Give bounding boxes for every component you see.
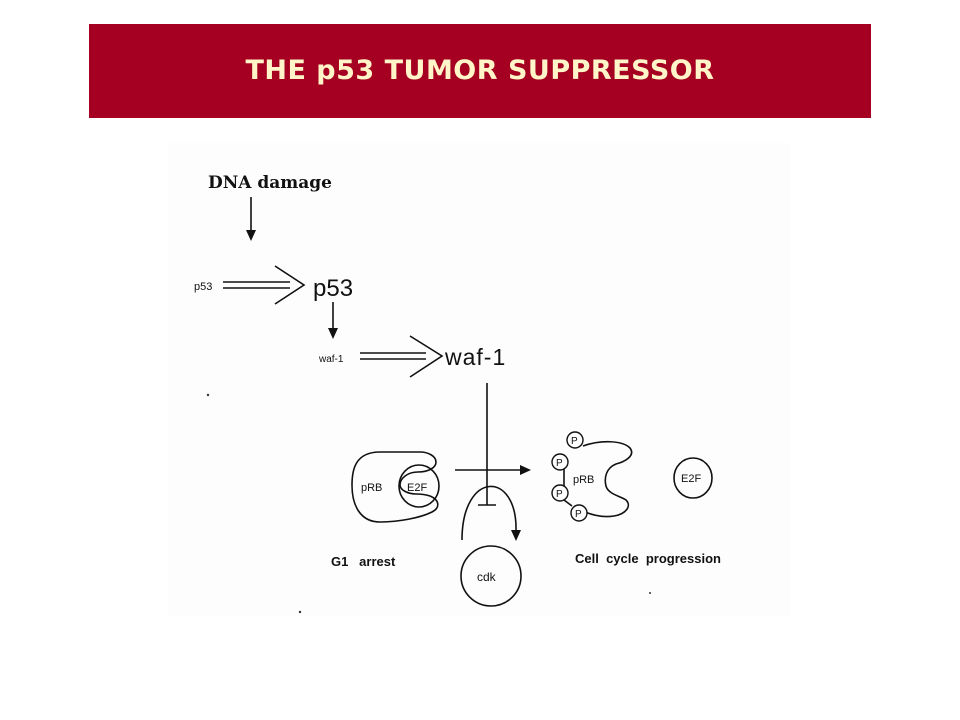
prb-bound-label: pRB — [361, 482, 382, 494]
phosphate-label-2: P — [556, 458, 563, 469]
phosphate-label-3: P — [556, 489, 563, 500]
cdk-loop-arrow — [461, 485, 517, 541]
waf1-inhibition-line — [478, 383, 496, 506]
waf1-gene-label: waf-1 — [318, 354, 344, 365]
phosphate-label-1: P — [571, 436, 578, 447]
dna-damage-arrow — [246, 197, 256, 241]
figure-panel — [168, 143, 790, 616]
p53-gene-label: p53 — [194, 281, 212, 293]
phosphate-label-4: P — [575, 509, 582, 520]
p53-to-waf1-arrow — [328, 302, 338, 339]
cdk-loop-arrowhead — [511, 530, 521, 541]
e2f-bound-label: E2F — [407, 482, 427, 494]
waf1-protein-label: waf-1 — [444, 344, 506, 370]
scan-specks — [206, 393, 651, 614]
phosphate-groups — [551, 431, 588, 522]
waf1-expression-arrow — [360, 335, 444, 378]
cell-cycle-progression-label: Cell cycle progression — [575, 551, 721, 566]
progression-arrow — [455, 465, 531, 475]
e2f-free-ellipse — [673, 457, 713, 499]
dna-damage-label: DNA damage — [208, 173, 332, 193]
e2f-free-label: E2F — [681, 473, 701, 485]
g1-arrest-label: G1 arrest — [331, 554, 396, 569]
cdk-label: cdk — [477, 570, 497, 584]
prb-free-label: pRB — [573, 474, 594, 486]
cdk-circle — [460, 545, 522, 607]
p53-protein-label: p53 — [313, 275, 353, 302]
slide-title: THE p53 TUMOR SUPPRESSOR — [245, 54, 715, 86]
p53-expression-arrow — [223, 265, 306, 305]
title-bar: THE p53 TUMOR SUPPRESSOR — [89, 24, 871, 118]
prb-e2f-complex — [351, 451, 440, 523]
